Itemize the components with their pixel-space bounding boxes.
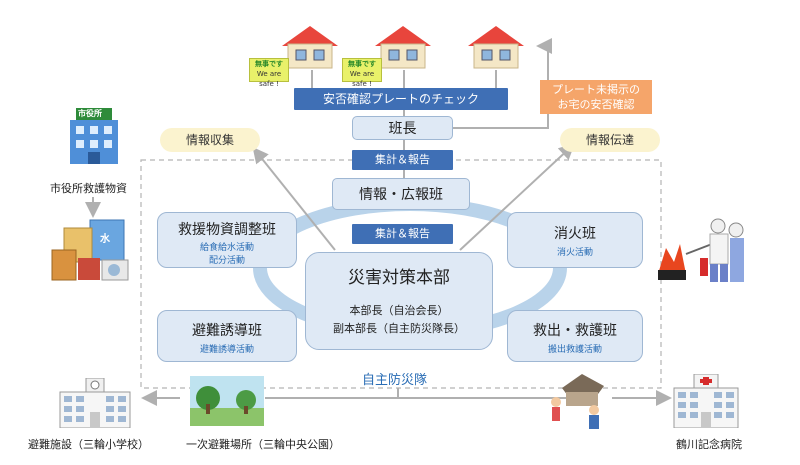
frame-label: 自主防災隊: [362, 373, 428, 388]
water-label: 水: [100, 234, 110, 245]
report-bar-2: 集計＆報告: [352, 224, 453, 244]
info-collect-pill: 情報収集: [160, 128, 260, 152]
fire-team-sub1: 消火活動: [556, 248, 593, 258]
rescue-team-title: 救出・救護班: [533, 323, 617, 339]
evac-team-box: 避難誘導班 避難誘導活動: [157, 310, 297, 362]
safety-plate-check-bar: 安否確認プレートのチェック: [294, 88, 508, 110]
city-hall-supplies-label: 市役所救護物資: [50, 182, 127, 195]
school-icon: [59, 378, 131, 428]
shelter-label: 避難施設（三輪小学校）: [28, 438, 149, 451]
hq-box: 災害対策本部 本部長（自治会長） 副本部長（自主防災隊長）: [305, 252, 493, 350]
park-label: 一次避難場所（三輪中央公園）: [186, 438, 340, 451]
info-transmit-pill: 情報伝達: [560, 128, 660, 152]
rescue-scene-icon: [551, 374, 604, 429]
supplies-icon: [51, 219, 129, 281]
hospital-icon: [673, 374, 739, 428]
house-icon: [282, 26, 338, 69]
han-leader-label: 班長: [388, 121, 417, 137]
house-icon: [468, 26, 524, 69]
evac-team-title: 避難誘導班: [192, 323, 262, 339]
pr-team-box: 情報・広報班: [332, 178, 470, 210]
supply-team-sub2: 配分活動: [208, 256, 245, 266]
rescue-team-box: 救出・救護班 搬出救護活動: [507, 310, 643, 362]
supply-team-title: 救援物資調整班: [178, 222, 276, 238]
evac-team-sub1: 避難誘導活動: [199, 345, 254, 355]
report-bar-1: 集計＆報告: [352, 150, 453, 170]
supply-team-sub1: 給食給水活動: [199, 243, 254, 253]
hospital-label: 鶴川記念病院: [676, 438, 742, 451]
hq-line1: 本部長（自治会長）: [349, 304, 449, 317]
fire-team-box: 消火班 消火活動: [507, 212, 643, 268]
park-image: [190, 376, 264, 426]
house-icon: [375, 26, 431, 69]
rescue-team-sub1: 搬出救護活動: [547, 345, 602, 355]
city-hall-sign: 市役所: [78, 109, 102, 118]
supply-team-box: 救援物資調整班 給食給水活動 配分活動: [157, 212, 297, 268]
han-leader-box: 班長: [352, 116, 453, 140]
unposted-home-check-note: プレート未掲示の お宅の安否確認: [540, 80, 652, 114]
city-hall-icon: [70, 108, 118, 164]
hq-line2: 副本部長（自主防災隊長）: [333, 322, 465, 335]
firefighters-icon: [658, 218, 744, 282]
fire-team-title: 消火班: [554, 226, 596, 242]
pr-team-label: 情報・広報班: [359, 187, 443, 203]
hq-title: 災害対策本部: [348, 268, 450, 288]
